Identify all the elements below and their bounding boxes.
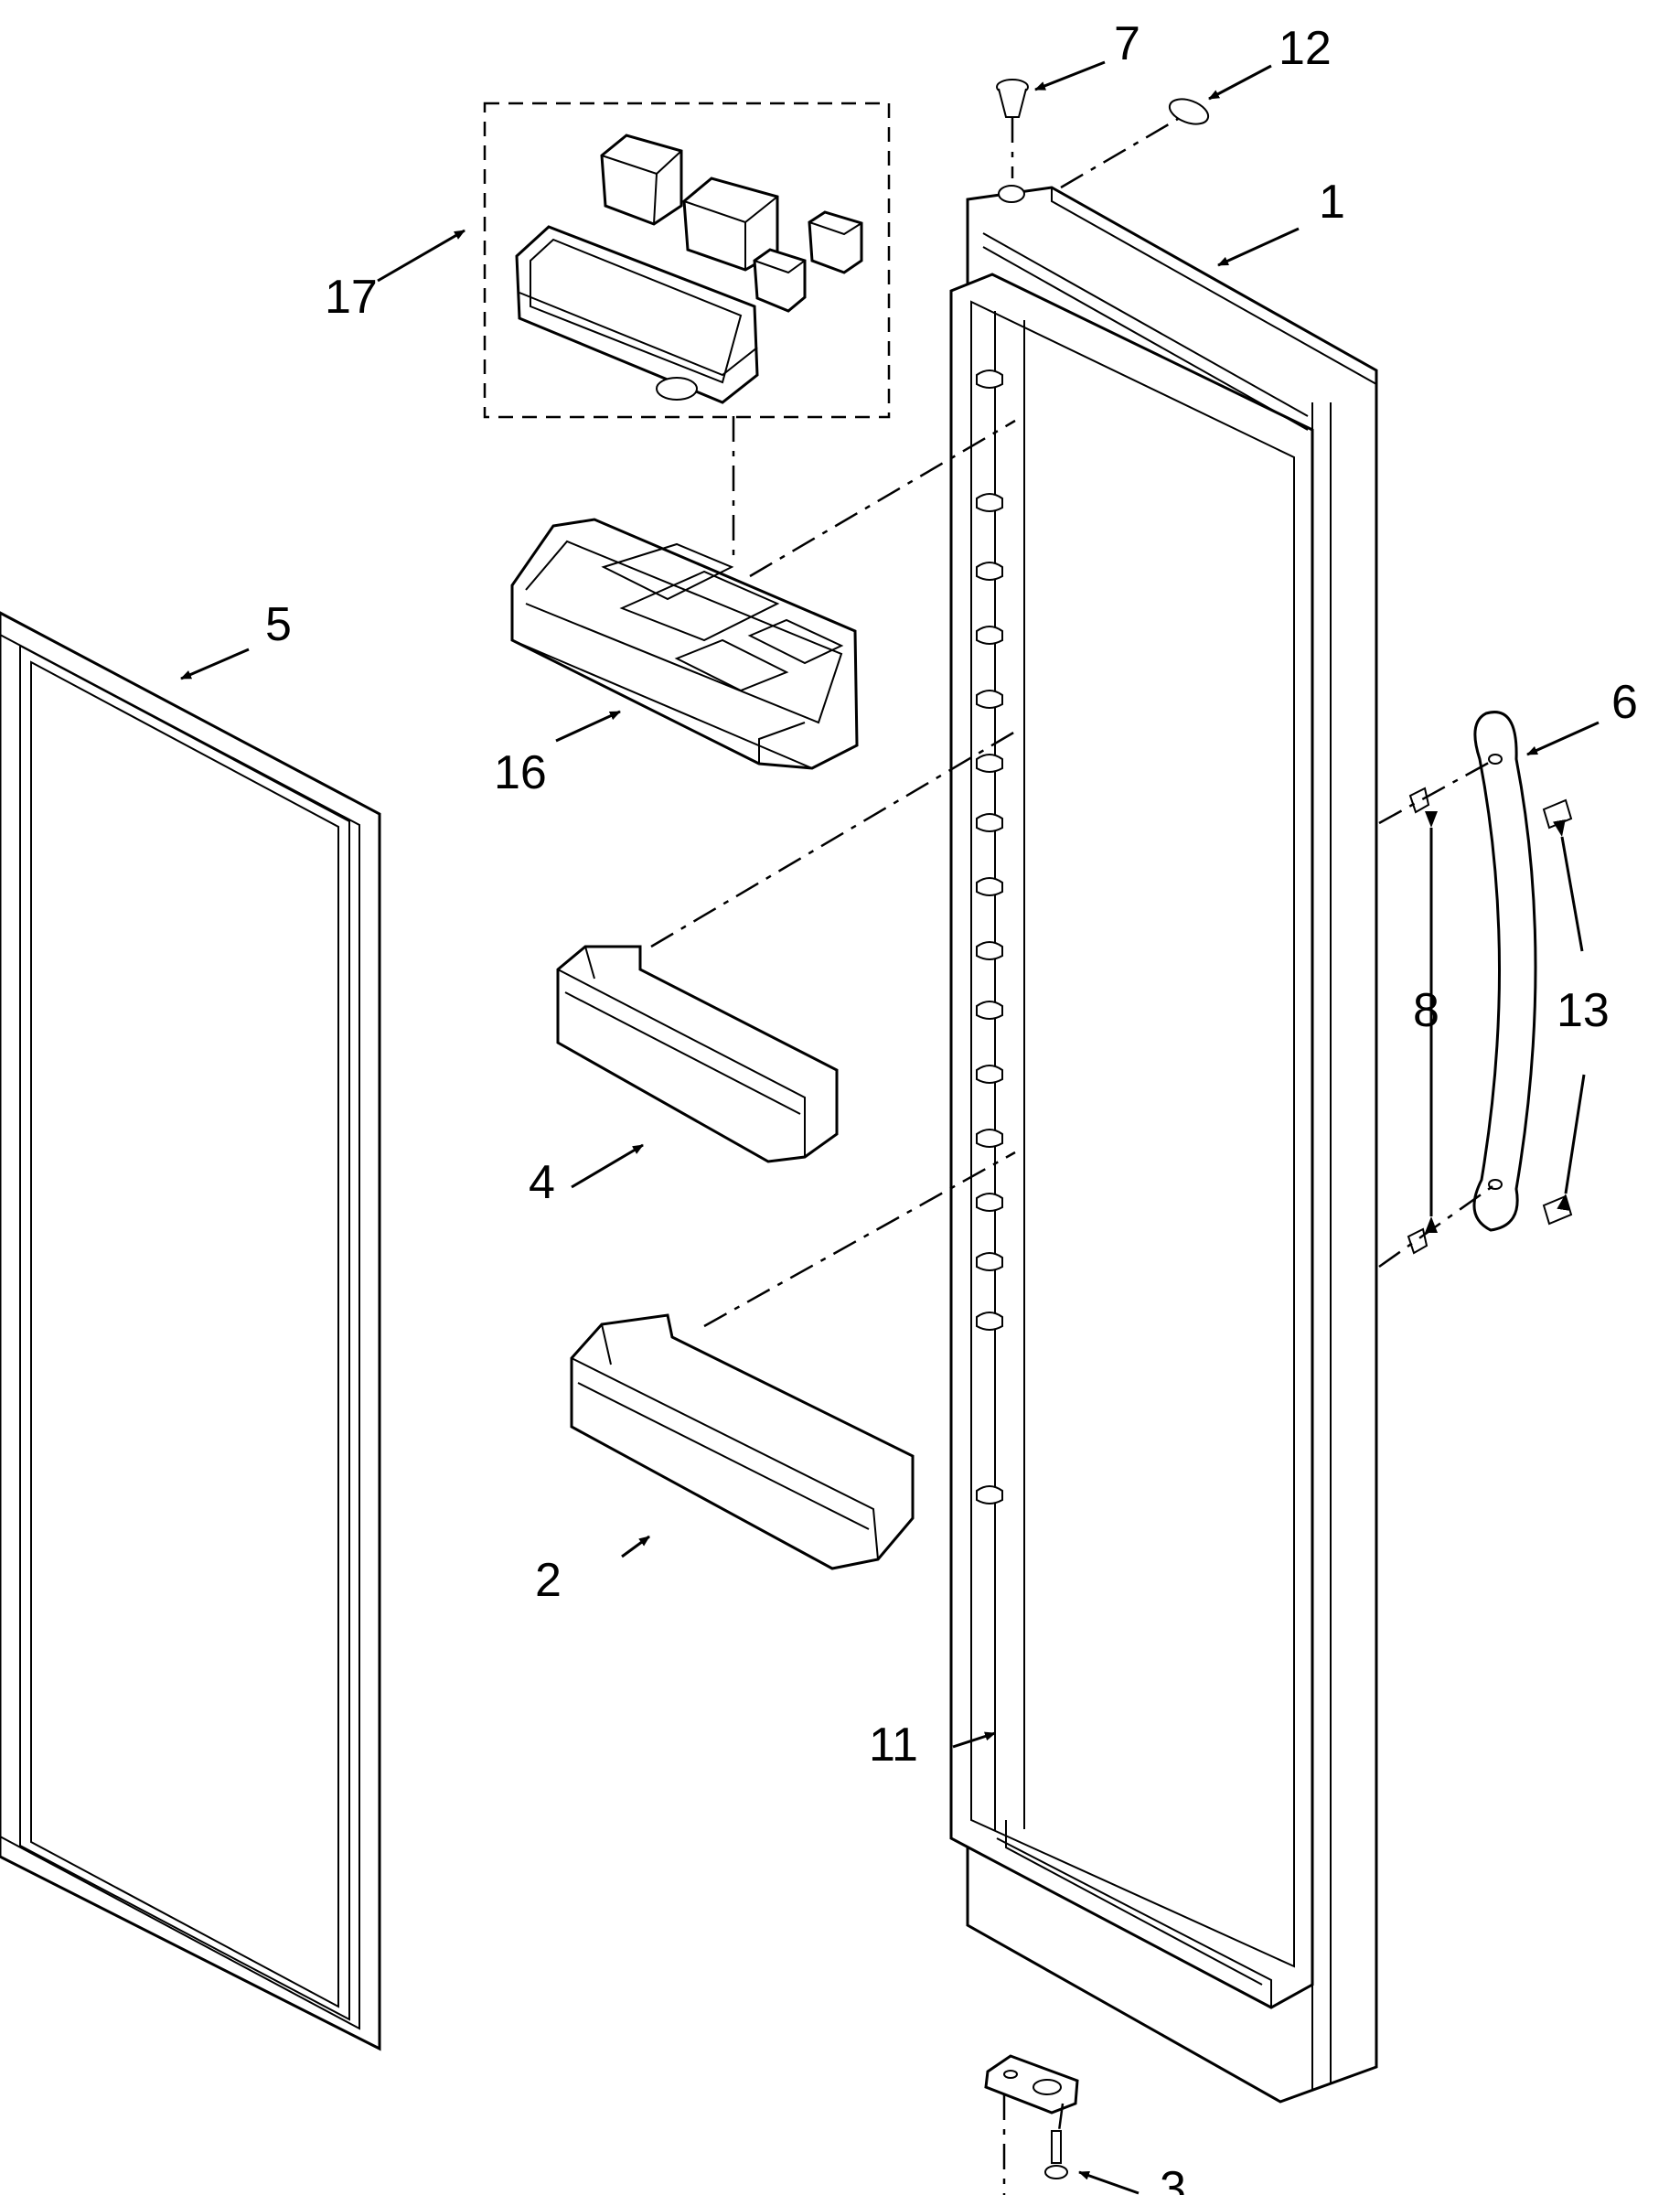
callout-7: 7 [1114,17,1140,70]
callout-13: 13 [1557,984,1610,1037]
callout-17: 17 [325,271,378,324]
leader-arrows [180,60,1600,2195]
door-bin-upper [556,945,839,1163]
shelf-bump-7 [976,813,1003,832]
shelf-bump-8 [976,877,1003,896]
callout-3: 3 [1160,2162,1186,2195]
callout-5: 5 [265,598,292,651]
liner-shelf-bumps [976,369,1003,1504]
hinge-plate [984,2054,1079,2115]
shelf-bump-16 [976,1485,1003,1504]
door-liner [949,185,1378,2104]
dairy-bin [510,518,859,770]
callout-labels: 1 2 3 4 5 6 7 8 9 10 11 12 13 14 15 16 1… [265,17,1638,2195]
callout-8: 8 [1413,984,1439,1037]
assembly-lines [650,117,1496,2195]
shelf-bump-11 [976,1065,1003,1084]
shelf-bump-6 [976,754,1003,773]
door-gasket [0,611,381,2051]
callout-4: 4 [529,1156,555,1209]
callout-12: 12 [1279,22,1332,75]
shelf-bump-5 [976,690,1003,709]
callout-16: 16 [494,746,547,799]
door-handle [1472,711,1537,1232]
callout-2: 2 [535,1554,562,1607]
shelf-bump-1 [976,369,1003,389]
callout-6: 6 [1611,676,1638,729]
shelf-bump-12 [976,1129,1003,1148]
shelf-bump-2 [976,493,1003,512]
door-bin-lower [570,1313,915,1570]
ring-washer [1168,98,1210,125]
callout-1: 1 [1319,176,1345,229]
shelf-bump-9 [976,941,1003,960]
shelf-bump-4 [976,626,1003,645]
shelf-bump-3 [976,562,1003,581]
shelf-bump-14 [976,1252,1003,1271]
door-plug [996,79,1029,118]
storage-container-kit [483,102,891,419]
callout-11: 11 [869,1719,918,1772]
hinge-screw [1044,2130,1068,2179]
shelf-bump-13 [976,1193,1003,1212]
shelf-bump-10 [976,1001,1003,1020]
shelf-bump-15 [976,1312,1003,1331]
